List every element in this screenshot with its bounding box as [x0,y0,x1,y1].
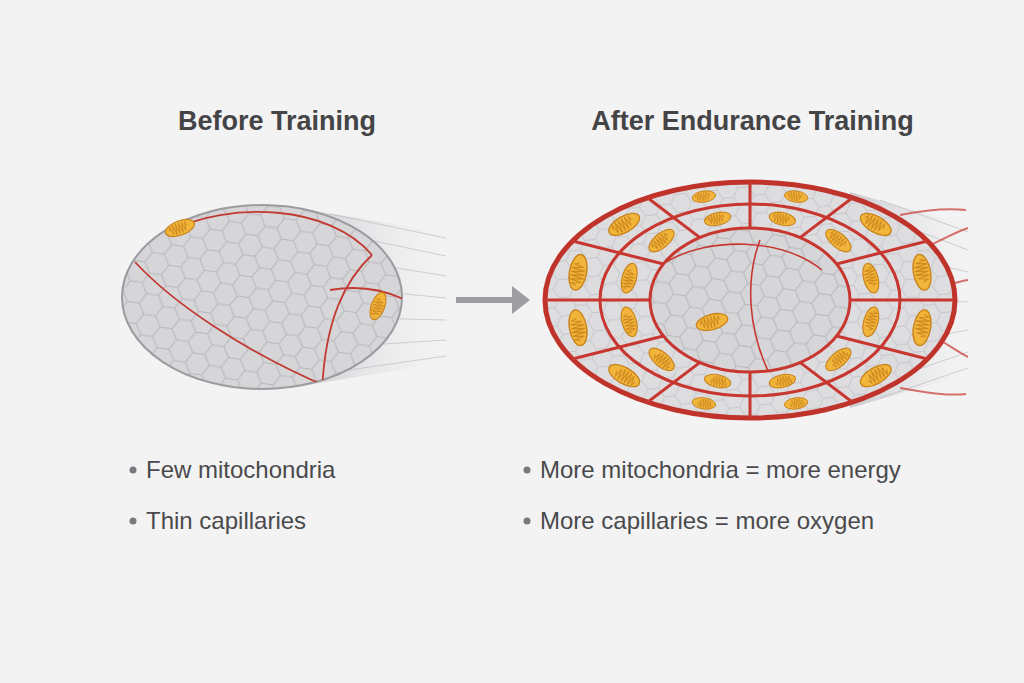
mitochondrion [857,360,895,391]
bullet-point: More capillaries = more oxygen [540,507,874,535]
connectors [456,300,516,301]
muscle-cross-section: After Endurance Training [540,92,965,397]
bullet-dot [130,467,137,474]
mitochondrion [910,253,933,292]
mitochondrion [367,290,389,321]
mitochondrion [822,344,855,375]
panel-heading: After Endurance Training [552,104,953,138]
mitochondrion [605,209,643,240]
muscle-before [122,205,446,392]
mitochondrion [566,308,589,347]
mitochondrion [768,372,797,390]
mitochondrion [703,372,732,390]
mitochondrion [860,305,882,338]
mitochondrion [691,396,716,410]
muscle-after [545,182,968,418]
bullet-point: More mitochondria = more energy [540,456,901,484]
mitochondrion [645,344,678,375]
bullet-dot [524,518,531,525]
capillary [135,212,405,392]
bullet-point: Few mitochondria [146,456,335,484]
mitochondrion [566,253,589,292]
capillaries-inner [666,240,822,375]
mitochondrion [860,262,882,295]
mitochondrion [691,189,716,203]
mitochondrion [605,360,643,391]
bullet-dot [130,518,137,525]
bullet-dot [524,467,531,474]
mitochondrion [618,305,640,338]
mitochondrion [910,308,933,347]
mitochondrion [694,310,729,333]
capillary-network [545,182,955,418]
progression-arrow [456,297,516,303]
capillaries-few [135,212,405,392]
mitochondrion [822,225,855,256]
mitochondrion [857,209,895,240]
mitochondrion [163,216,196,240]
muscle-cross-section-outline [122,205,402,389]
mitochondrion [784,189,809,203]
muscle-cross-section: Before Training [112,92,442,397]
mitochondria-many [566,189,933,410]
mitochondrion [703,210,732,228]
mitochondrion [768,210,797,228]
muscle-cross-section-outline [545,182,955,418]
muscle-fascicle-core [650,228,850,372]
capillary [666,240,822,375]
bullet-point: Thin capillaries [146,507,306,535]
mitochondrion [618,262,640,295]
panel-heading: Before Training [124,104,430,138]
mitochondrion [645,225,678,256]
mitochondrion [784,396,809,410]
